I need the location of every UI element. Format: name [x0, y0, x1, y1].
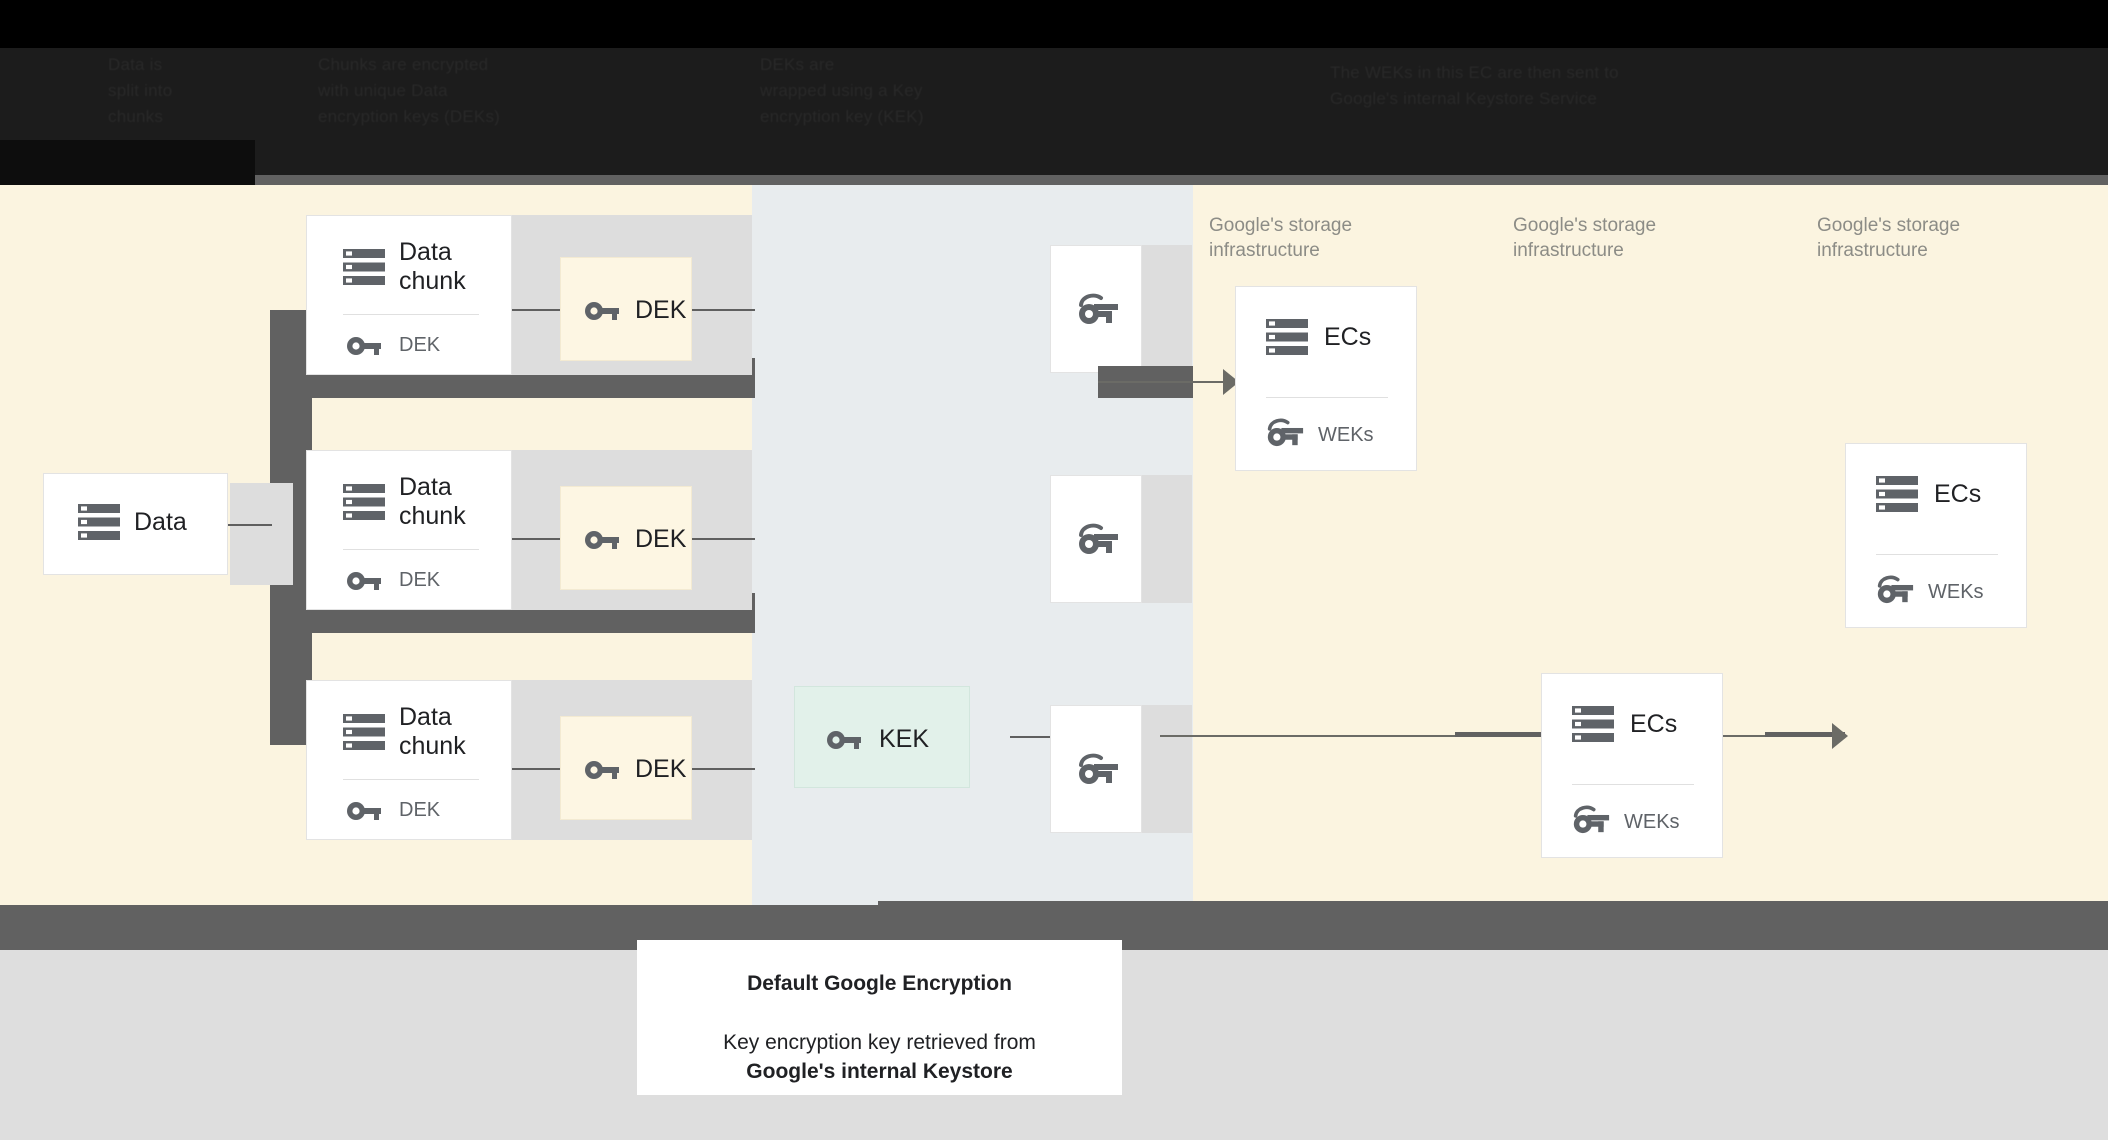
header-step-2: Chunks are encrypted with unique Data en… [318, 55, 501, 126]
key-icon [347, 335, 381, 357]
caption-body: Key encryption key retrieved from Google… [637, 1028, 1122, 1086]
caption-line-2: Google's internal Keystore [746, 1060, 1013, 1083]
card-divider [1266, 397, 1388, 398]
key-icon [827, 729, 861, 751]
chunk-card-3[interactable]: Data chunk DEK [306, 680, 512, 840]
wrapped-key-icon [1266, 417, 1304, 453]
key-icon [585, 529, 619, 551]
server-icon [1876, 476, 1918, 512]
dek-card-3-label: DEK [635, 755, 687, 783]
header-band: Data is split into chunks Chunks are enc… [0, 0, 2108, 175]
header-left-shadow [0, 140, 255, 187]
infra-label-3: Google's storage infrastructure [1817, 215, 1961, 261]
card-divider [343, 549, 479, 550]
chunk-card-1[interactable]: Data chunk DEK [306, 215, 512, 375]
chunk-card-2-title: Data chunk [399, 473, 466, 530]
key-icon [585, 759, 619, 781]
kek-card-label: KEK [879, 725, 930, 753]
ec-card-1-title: ECs [1324, 322, 1372, 351]
card-divider [1572, 784, 1694, 785]
caption-title: Default Google Encryption [747, 972, 1012, 995]
card-divider [343, 314, 479, 315]
server-icon [1572, 706, 1614, 742]
dek-card-2[interactable]: DEK [560, 486, 692, 590]
wrapped-key-card-3[interactable] [1050, 705, 1142, 833]
key-icon [347, 800, 381, 822]
dek2-out-line [692, 538, 755, 540]
card-divider [343, 779, 479, 780]
chunk-card-1-title: Data chunk [399, 238, 466, 295]
ec-card-1[interactable]: ECs WEKs [1235, 286, 1417, 471]
arrow-head-2 [1832, 723, 1848, 749]
wrapped-key-2-line-accent-a [1455, 732, 1575, 737]
server-icon [343, 484, 385, 520]
chunk-card-3-title: Data chunk [399, 703, 466, 760]
dek-card-3[interactable]: DEK [560, 716, 692, 820]
wrapped-key-card-1[interactable] [1050, 245, 1142, 373]
wrapped-key-1-shadow [1140, 245, 1192, 373]
ec-card-2-key-label: WEKs [1928, 580, 1984, 603]
chunk-card-3-key-label: DEK [399, 799, 441, 821]
infra-label-2: Google's storage infrastructure [1513, 215, 1657, 261]
dek-card-1[interactable]: DEK [560, 257, 692, 361]
wrapped-key-icon [1572, 804, 1610, 840]
chunk-card-2-key-label: DEK [399, 569, 441, 591]
chunk2-to-dek-line [512, 538, 560, 540]
header-band-inner [0, 48, 2108, 175]
wrapped-key-2-shadow [1140, 475, 1192, 603]
dek3-out-line [692, 768, 755, 770]
data-card-shadow [230, 483, 293, 585]
ec-card-2-title: ECs [1934, 479, 1982, 508]
ec-card-1-key-label: WEKs [1318, 423, 1374, 446]
header-step-4: The WEKs in this EC are then sent to Goo… [1330, 63, 1619, 108]
wrapped-key-icon [1077, 522, 1119, 561]
header-step-3: DEKs are wrapped using a Key encryption … [760, 55, 924, 126]
wrapped-key-card-2[interactable] [1050, 475, 1142, 603]
wrapped-key-3-shadow [1140, 705, 1192, 833]
kek-card[interactable]: KEK [794, 686, 970, 788]
caption-line-1: Key encryption key retrieved from [723, 1031, 1036, 1054]
card-divider [1876, 554, 1998, 555]
caption-card: Default Google Encryption Key encryption… [637, 940, 1122, 1095]
ec-card-3[interactable]: ECs WEKs [1541, 673, 1723, 858]
wrapped-key-icon [1077, 292, 1119, 331]
wrapped-key-icon [1077, 752, 1119, 791]
server-icon [343, 249, 385, 285]
key-icon [585, 300, 619, 322]
data-card-label: Data [134, 507, 187, 536]
chunk-card-1-key-label: DEK [399, 334, 441, 356]
chunk3-to-dek-line [512, 768, 560, 770]
bottom-separator-notch [878, 901, 2108, 909]
infra-label-1: Google's storage infrastructure [1209, 215, 1353, 261]
data-to-bracket-line [228, 524, 272, 526]
chunk-card-2[interactable]: Data chunk DEK [306, 450, 512, 610]
wrapped-key-1-to-ec-line [1098, 381, 1231, 383]
data-card[interactable]: Data [43, 473, 228, 575]
wrapped-key-icon [1876, 574, 1914, 610]
dek1-out-line [692, 309, 755, 311]
diagram-canvas: Data Data chunk [0, 185, 2108, 979]
header-step-1: Data is split into chunks [108, 55, 173, 126]
wrapped-key-2-line-accent-b [1765, 732, 1845, 737]
ec-card-3-title: ECs [1630, 709, 1678, 738]
key-icon [347, 570, 381, 592]
ec-card-3-key-label: WEKs [1624, 810, 1680, 833]
chunk1-to-dek-line [512, 309, 560, 311]
dek-card-1-label: DEK [635, 296, 687, 324]
kek-to-wrapped-line [1010, 736, 1062, 738]
ec-card-2[interactable]: ECs WEKs [1845, 443, 2027, 628]
server-icon [1266, 319, 1308, 355]
server-icon [343, 714, 385, 750]
header-separator-bar [0, 175, 2108, 187]
server-icon [78, 504, 120, 540]
dek-card-2-label: DEK [635, 525, 687, 553]
